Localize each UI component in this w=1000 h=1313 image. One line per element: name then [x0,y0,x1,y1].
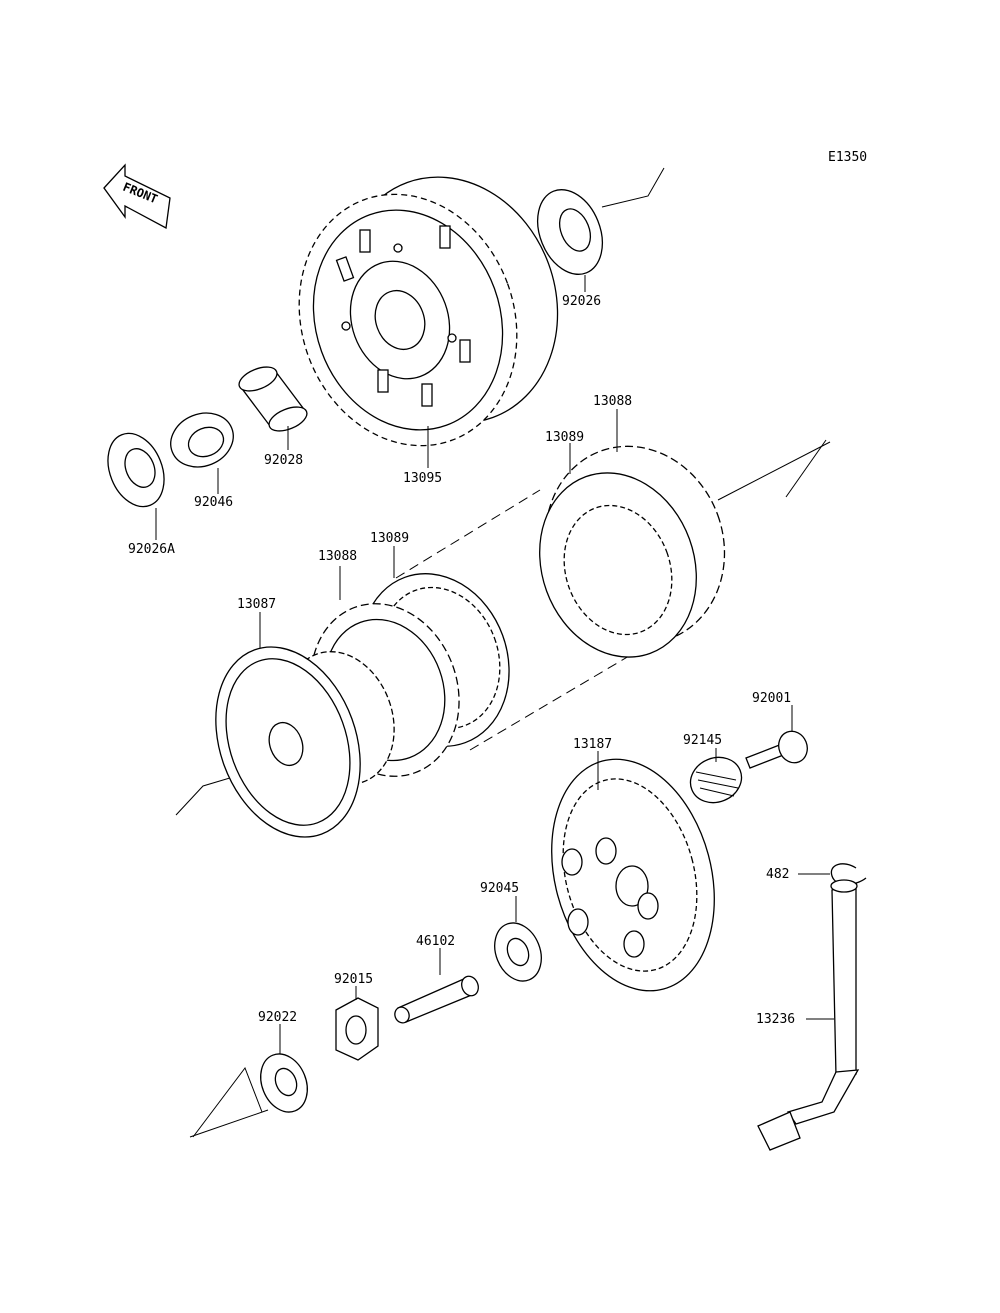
label-482: 482 [766,867,789,882]
bearing-92045 [494,922,542,982]
plates-top-group [539,445,726,658]
callout-leaders [155,275,834,1054]
diagram-code: E1350 [828,150,867,165]
clutch-hub-13087 [215,646,395,838]
nut-92015 [335,997,379,1061]
washer-92022 [260,1053,308,1113]
push-lever-shaft-13236 [757,879,860,1151]
spring-92145 [689,756,743,804]
front-arrow-icon: FRONT [103,163,171,230]
needle-bearing-92046 [170,412,234,468]
clutch-housing-13095 [298,176,559,447]
label-92015: 92015 [334,972,373,987]
label-92046: 92046 [194,495,233,510]
spring-plate-13187 [551,758,715,992]
label-13088-mid: 13088 [318,549,357,564]
label-46102: 46102 [416,934,455,949]
label-13236: 13236 [756,1012,795,1027]
label-92028: 92028 [264,453,303,468]
washer-92026A [107,432,165,508]
label-92001: 92001 [752,691,791,706]
label-92026: 92026 [562,294,601,309]
plates-mid-group [310,573,510,777]
bolt-92001 [745,730,808,769]
washer-92026 [537,189,603,275]
label-13087: 13087 [237,597,276,612]
label-13187: 13187 [573,737,612,752]
label-92026A: 92026A [128,542,175,557]
label-13095: 13095 [403,471,442,486]
label-13089-top: 13089 [545,430,584,445]
sleeve-92028 [238,366,308,432]
label-13088-top: 13088 [593,394,632,409]
label-92045: 92045 [480,881,519,896]
label-92145: 92145 [683,733,722,748]
label-92022: 92022 [258,1010,297,1025]
push-rod-46102 [394,975,479,1024]
label-13089-mid: 13089 [370,531,409,546]
